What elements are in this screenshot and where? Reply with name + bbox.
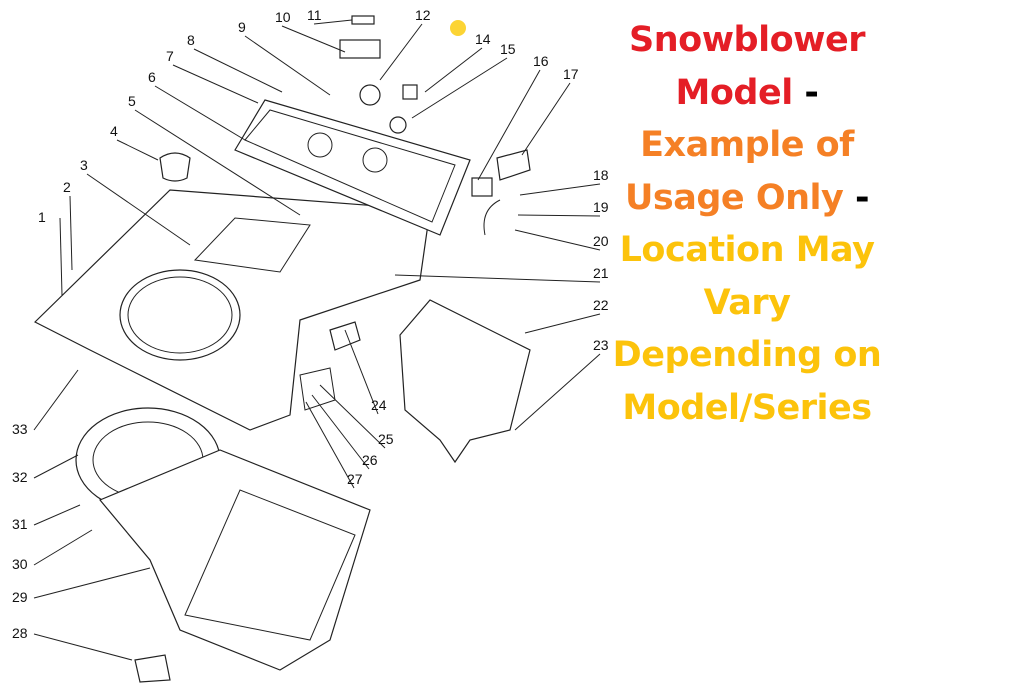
leader-line-16 <box>477 69 541 181</box>
caption-line: Model/Series <box>622 387 872 428</box>
callout-24: 24 <box>371 397 387 413</box>
caption-line: Depending on <box>612 335 882 375</box>
callout-19: 19 <box>593 199 609 215</box>
callout-14: 14 <box>475 31 491 47</box>
switch <box>339 39 381 59</box>
callout-4: 4 <box>110 123 118 139</box>
callout-11: 11 <box>307 7 322 23</box>
leader-line-20 <box>514 229 601 251</box>
leader-line-30 <box>33 529 93 566</box>
callout-32: 32 <box>12 469 28 485</box>
callout-6: 6 <box>148 69 156 85</box>
caption-line: Model <box>675 72 794 113</box>
leader-line-28 <box>33 633 133 661</box>
leader-lines <box>33 19 601 661</box>
leader-line-23 <box>514 353 601 431</box>
leader-line-10 <box>281 25 346 53</box>
parts-drawing <box>33 15 531 683</box>
leader-line-7 <box>172 64 259 104</box>
leader-line-24 <box>344 329 379 415</box>
leader-line-26 <box>311 394 370 470</box>
leader-line-18 <box>519 183 601 196</box>
callout-25: 25 <box>378 431 394 447</box>
leader-line-1 <box>59 217 63 296</box>
primer-bulb <box>496 149 531 181</box>
auger-housing <box>99 449 371 671</box>
callout-3: 3 <box>80 157 88 173</box>
highlight-marker <box>450 20 466 36</box>
callout-30: 30 <box>12 556 28 572</box>
leader-line-17 <box>521 82 571 156</box>
caption-line: Snowblower <box>629 20 865 60</box>
callout-9: 9 <box>238 19 246 35</box>
callout-18: 18 <box>593 167 609 183</box>
caption-dash: - <box>855 177 870 218</box>
callout-10: 10 <box>275 9 291 25</box>
leader-line-5 <box>134 109 301 216</box>
leader-line-4 <box>116 139 159 161</box>
caption-line: Vary <box>703 282 791 323</box>
leader-line-8 <box>193 48 283 93</box>
leader-line-21 <box>394 274 601 283</box>
callout-12: 12 <box>415 7 431 23</box>
callout-17: 17 <box>563 66 579 82</box>
leader-line-6 <box>154 85 246 141</box>
callout-5: 5 <box>128 93 136 109</box>
leader-line-19 <box>517 214 601 217</box>
leader-line-29 <box>33 567 151 599</box>
callout-20: 20 <box>593 233 609 249</box>
leader-line-32 <box>33 454 79 479</box>
callout-15: 15 <box>500 41 516 57</box>
callout-16: 16 <box>533 53 549 69</box>
callout-28: 28 <box>12 625 28 641</box>
shear-plate <box>134 654 171 683</box>
belt-cover <box>399 299 531 464</box>
leader-line-14 <box>424 47 483 93</box>
callout-2: 2 <box>63 179 71 195</box>
callout-21: 21 <box>593 265 609 281</box>
dash-panel <box>234 99 471 236</box>
caption-dash: - <box>804 72 819 113</box>
callout-31: 31 <box>12 516 28 532</box>
caption-line: Location May <box>619 230 875 270</box>
callout-7: 7 <box>166 48 174 64</box>
leader-line-27 <box>305 401 355 489</box>
callout-29: 29 <box>12 589 28 605</box>
leader-line-9 <box>244 35 331 96</box>
disclaimer-caption: Snowblower Model - Example of Usage Only… <box>612 14 882 434</box>
impeller-opening <box>119 269 241 361</box>
callout-23: 23 <box>593 337 609 353</box>
callout-26: 26 <box>362 452 378 468</box>
leader-line-33 <box>33 369 79 431</box>
leader-line-11 <box>313 19 353 25</box>
leader-line-31 <box>33 504 81 526</box>
callout-1: 1 <box>38 209 46 225</box>
leader-line-2 <box>69 195 73 271</box>
fuel-cap <box>159 152 191 182</box>
callout-33: 33 <box>12 421 28 437</box>
callout-22: 22 <box>593 297 609 313</box>
caption-line: Example of <box>640 125 854 165</box>
caption-line: Usage Only <box>624 177 844 218</box>
leader-line-22 <box>524 313 601 334</box>
leader-line-15 <box>411 57 508 119</box>
leader-line-12 <box>379 23 423 81</box>
callout-27: 27 <box>347 471 363 487</box>
leader-line-25 <box>319 384 386 449</box>
callout-8: 8 <box>187 32 195 48</box>
leader-line-3 <box>86 173 191 246</box>
